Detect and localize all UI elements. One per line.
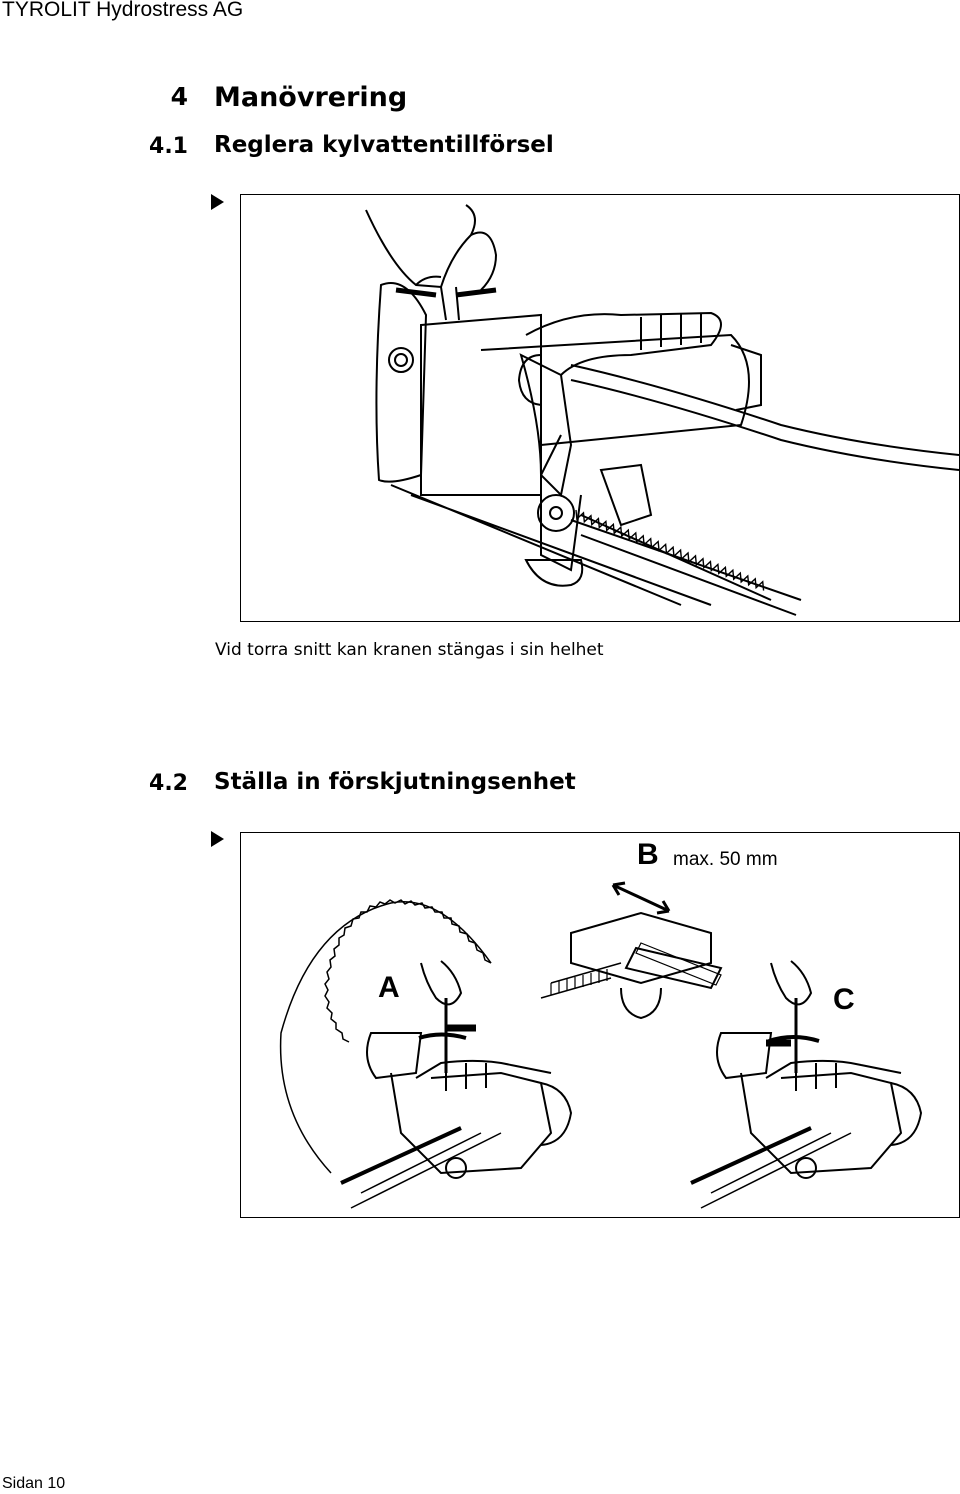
label-b: B [637,838,659,871]
company-header: TYROLIT Hydrostress AG [2,0,244,21]
page-footer: Sidan 10 [2,1475,66,1492]
label-b-note: max. 50 mm [673,849,778,870]
coolant-note: Vid torra snitt kan kranen stängas i sin… [215,640,604,660]
subsection-2-number: 4.2 [149,771,188,796]
subsection-1-number: 4.1 [149,134,188,159]
step-arrow-icon [211,831,224,847]
figure-feed-unit: A B max. 50 mm C [240,832,960,1218]
label-c: C [833,983,855,1016]
feed-unit-illustration [279,881,923,1209]
subsection-2-title: Ställa in förskjutningsenhet [214,769,576,795]
subsection-1-title: Reglera kylvattentillförsel [214,132,554,158]
label-a: A [378,971,400,1004]
section-number: 4 [170,82,188,111]
coolant-valve-illustration [365,204,959,616]
section-title: Manövrering [214,82,408,113]
figure-coolant-valve [240,194,960,622]
step-arrow-icon [211,194,224,210]
